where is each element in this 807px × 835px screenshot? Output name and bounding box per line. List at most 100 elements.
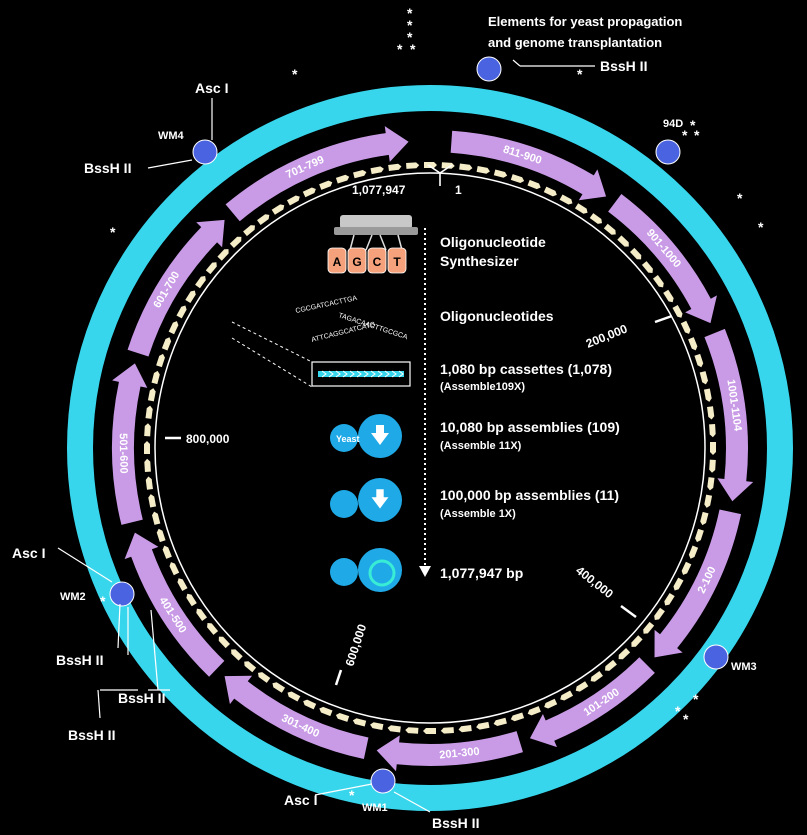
coord-800k: 800,000: [186, 432, 230, 446]
assembly-segment-arrow: [704, 328, 754, 502]
cassette-arrow: [673, 577, 684, 591]
svg-text:*: *: [349, 787, 355, 803]
cassette-arrow: [144, 423, 151, 437]
bssh-left-label: BssH II: [84, 160, 131, 176]
cassette-arrow: [287, 691, 301, 702]
cassette-arrow: [156, 528, 166, 543]
bssh-lower-left-2-label: BssH II: [118, 690, 165, 706]
assembly-segment-arrow: [608, 194, 717, 324]
cassette-arrow: [440, 727, 454, 734]
assembly-segment-arrow: [654, 509, 742, 658]
cassette-arrow: [151, 511, 161, 525]
bssh-lower-left-1-label: BssH II: [56, 652, 103, 668]
cassette-tick: [349, 370, 355, 378]
cassette-arrow: [688, 545, 699, 559]
svg-text:*: *: [683, 711, 689, 727]
cassette-arrow: [162, 545, 172, 559]
cassette-arrow: [185, 290, 196, 304]
base-t: T: [393, 255, 401, 269]
inner-genome-circle: [154, 172, 706, 724]
cassette-arrow: [387, 725, 401, 733]
coordinate-one: 1: [455, 183, 462, 197]
cassette-arrow: [560, 690, 574, 701]
cassette-arrow: [710, 442, 716, 455]
base-c: C: [373, 255, 382, 269]
svg-text:*: *: [690, 117, 696, 133]
cassette-arrow: [244, 661, 257, 673]
assembly-segment-arrow: [111, 363, 148, 525]
cassette-arrow: [169, 562, 180, 576]
cassette-arrow: [243, 225, 256, 237]
marker-dot-wm4: [192, 139, 218, 165]
cassette-arrow: [544, 698, 558, 709]
cassette-tick: [384, 370, 390, 378]
svg-text:*: *: [694, 127, 700, 143]
cassette-arrow: [703, 388, 712, 402]
assembly-segment-arrow: [224, 675, 369, 760]
workflow-arrowhead: [419, 566, 431, 577]
cassette-arrow: [302, 187, 316, 198]
marker-dot-wm3: [703, 644, 729, 670]
oligos-label: Oligonucleotides: [440, 308, 554, 324]
svg-text:*: *: [110, 224, 116, 240]
cassette-arrow: [257, 214, 270, 226]
assembly-segment-arrow: [529, 657, 655, 748]
asc-bottom-label: Asc I: [284, 792, 317, 808]
cassette-arrow: [476, 165, 490, 174]
marker-dot-wm2: [109, 581, 135, 607]
cassette-arrow: [156, 353, 165, 368]
cassette-arrow: [195, 275, 206, 289]
cassette-arrow-ring: [144, 162, 716, 734]
bssh-bottom-label: BssH II: [432, 815, 479, 831]
cassette-arrow: [664, 592, 675, 606]
cassette-arrow: [231, 649, 243, 661]
coord-200k: 200,000: [584, 321, 630, 350]
cassette-arrow: [286, 195, 300, 206]
svg-text:*: *: [292, 66, 298, 82]
yeast-down-arrow-icon: [371, 425, 389, 445]
cassette-tick: [335, 370, 341, 378]
cassette-arrow: [319, 180, 333, 190]
yeast-cell-small: [330, 424, 358, 452]
assembly-segment-arrow: [124, 532, 225, 677]
assembly-segment-arrow: [225, 126, 409, 222]
svg-text:*: *: [737, 190, 743, 206]
cassette-arrow: [196, 608, 208, 621]
svg-text:*: *: [100, 593, 106, 609]
svg-text:*: *: [410, 41, 416, 57]
cassette-arrow: [406, 162, 420, 169]
cassette-arrow: [424, 162, 437, 168]
start-coordinate: 1,077,947: [352, 183, 406, 197]
wm3-label: WM3: [731, 661, 757, 673]
yeast-label: Yeast: [336, 434, 360, 444]
cassette-arrow: [145, 405, 153, 419]
cassette-arrow: [476, 721, 490, 730]
cassette-arrow: [370, 166, 384, 175]
cassette-tick: [342, 370, 348, 378]
cassette-arrow: [700, 511, 709, 526]
svg-text:*: *: [407, 29, 413, 45]
cassette-arrow: [680, 320, 691, 334]
cassette-arrow: [459, 163, 473, 171]
asterisk-marks: * * * * * * * * * * * * * * * * * *: [100, 5, 764, 803]
cassette-arrow: [510, 712, 525, 722]
cassette-arrow: [641, 261, 653, 274]
cassette-arrow: [207, 622, 219, 635]
cassette-arrow: [694, 353, 704, 368]
cassette-arrow: [709, 459, 716, 473]
base-a: A: [333, 255, 342, 269]
cassette-arrow: [176, 305, 187, 319]
wm4-label: WM4: [158, 130, 185, 142]
synth-label-1: Oligonucleotide: [440, 234, 546, 250]
asc-left-label: Asc I: [195, 80, 228, 96]
cassette-arrow: [205, 262, 217, 275]
outer-genome-ring: [67, 85, 793, 811]
cassette-arrow: [493, 169, 508, 178]
cassette-arrow: [161, 337, 172, 351]
svg-text:*: *: [407, 5, 413, 21]
svg-text:*: *: [577, 66, 583, 82]
cassette-arrow: [527, 179, 541, 190]
assemblies10k-label: 10,080 bp assemblies (109): [440, 419, 620, 435]
cassette-arrow: [652, 275, 664, 288]
